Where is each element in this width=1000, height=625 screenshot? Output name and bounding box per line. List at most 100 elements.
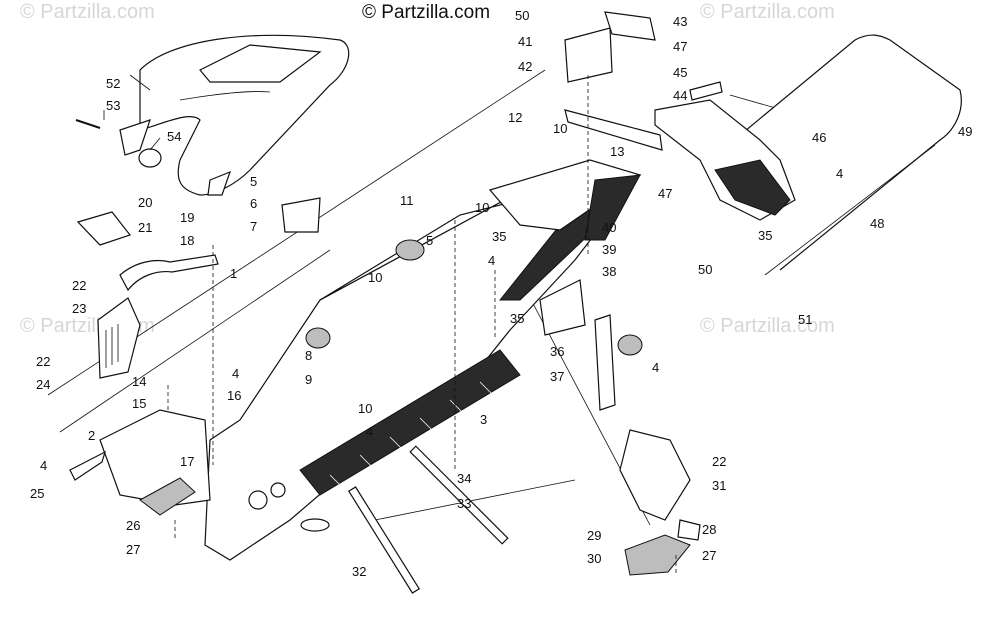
- callout-23: 23: [72, 301, 86, 316]
- cover-20: [76, 211, 131, 246]
- callout-42: 42: [518, 59, 532, 74]
- cap-5: [395, 239, 425, 261]
- block-43: [604, 11, 656, 41]
- callout-37: 37: [550, 369, 564, 384]
- callout-2: 2: [88, 428, 95, 443]
- callout-25: 25: [30, 486, 44, 501]
- callout-47b: 47: [658, 186, 672, 201]
- callout-21: 21: [138, 220, 152, 235]
- callout-10: 10: [475, 200, 489, 215]
- callout-10d: 10: [553, 121, 567, 136]
- callout-19: 19: [180, 210, 194, 225]
- callout-29: 29: [587, 528, 601, 543]
- bracket-23: [97, 297, 141, 379]
- decal-40: [584, 174, 641, 241]
- callout-5: 5: [250, 174, 257, 189]
- callout-50: 50: [515, 8, 529, 23]
- callout-5b: 5: [426, 233, 433, 248]
- taillight-46: [714, 159, 791, 216]
- callout-16: 16: [227, 388, 241, 403]
- bracket-25: [69, 450, 106, 481]
- trim-44: [689, 81, 723, 101]
- callout-8: 8: [305, 348, 312, 363]
- callout-34: 34: [457, 471, 471, 486]
- callout-50b: 50: [698, 262, 712, 277]
- cable-37: [594, 314, 616, 411]
- callout-4f: 4: [836, 166, 843, 181]
- step-plate: [619, 429, 691, 521]
- rod-33: [409, 445, 509, 545]
- screw-53: [75, 119, 101, 129]
- callout-4b: 4: [40, 458, 47, 473]
- callout-22: 22: [72, 278, 86, 293]
- callout-10c: 10: [358, 401, 372, 416]
- callout-52: 52: [106, 76, 120, 91]
- callout-44: 44: [673, 88, 687, 103]
- callout-6: 6: [250, 196, 257, 211]
- callout-49: 49: [958, 124, 972, 139]
- callout-41: 41: [518, 34, 532, 49]
- washer-54: [138, 148, 162, 168]
- callout-28: 28: [702, 522, 716, 537]
- bracket-13: [564, 109, 663, 151]
- callout-3: 3: [480, 412, 487, 427]
- watermark: © Partzilla.com: [700, 315, 835, 337]
- watermark: © Partzilla.com: [700, 1, 835, 23]
- callout-51: 51: [798, 312, 812, 327]
- partzilla-credit: © Partzilla.com: [362, 2, 490, 23]
- callout-48: 48: [870, 216, 884, 231]
- callout-27: 27: [126, 542, 140, 557]
- callout-layer: 52 53 54 20 21 19 18 22 23 22 24 1 14 15…: [30, 8, 972, 579]
- callout-17: 17: [180, 454, 194, 469]
- callout-26: 26: [126, 518, 140, 533]
- heat-exchanger-fins: [329, 381, 496, 491]
- callout-30: 30: [587, 551, 601, 566]
- callout-7: 7: [250, 219, 257, 234]
- bracket-7: [281, 197, 321, 233]
- plate-26: [139, 477, 196, 516]
- callout-36: 36: [550, 344, 564, 359]
- callout-20: 20: [138, 195, 152, 210]
- callout-14: 14: [132, 374, 146, 389]
- callout-22b: 22: [36, 354, 50, 369]
- callout-33: 33: [457, 496, 471, 511]
- hinge-28: [677, 519, 701, 541]
- tunnel-frame: [204, 169, 642, 561]
- callout-47: 47: [673, 39, 687, 54]
- callout-12: 12: [508, 110, 522, 125]
- callout-4: 4: [232, 366, 239, 381]
- cap-8: [305, 327, 331, 349]
- assembly-lines: [167, 75, 677, 575]
- callout-18: 18: [180, 233, 194, 248]
- callout-31: 31: [712, 478, 726, 493]
- grab-bar: [119, 254, 219, 292]
- callout-43: 43: [673, 14, 687, 29]
- callout-32: 32: [352, 564, 366, 579]
- callout-27b: 27: [702, 548, 716, 563]
- watermark: © Partzilla.com: [20, 1, 155, 23]
- bracket-42: [564, 27, 613, 83]
- callout-10b: 10: [368, 270, 382, 285]
- plate-30: [624, 534, 691, 576]
- callout-35b: 35: [510, 311, 524, 326]
- callout-13: 13: [610, 144, 624, 159]
- callout-24: 24: [36, 377, 50, 392]
- callout-40: 40: [602, 220, 616, 235]
- callout-4c: 4: [366, 424, 373, 439]
- rod-32: [347, 486, 421, 594]
- callout-15: 15: [132, 396, 146, 411]
- cap-4: [617, 334, 643, 356]
- callout-39: 39: [602, 242, 616, 257]
- callout-11: 11: [400, 193, 414, 208]
- callout-35c: 35: [758, 228, 772, 243]
- louver-23: [105, 324, 119, 368]
- callout-4e: 4: [652, 360, 659, 375]
- callout-9: 9: [305, 372, 312, 387]
- bracket-36: [539, 279, 586, 336]
- callout-4d: 4: [488, 253, 495, 268]
- callout-53: 53: [106, 98, 120, 113]
- callout-38: 38: [602, 264, 616, 279]
- callout-54: 54: [167, 129, 181, 144]
- callout-35: 35: [492, 229, 506, 244]
